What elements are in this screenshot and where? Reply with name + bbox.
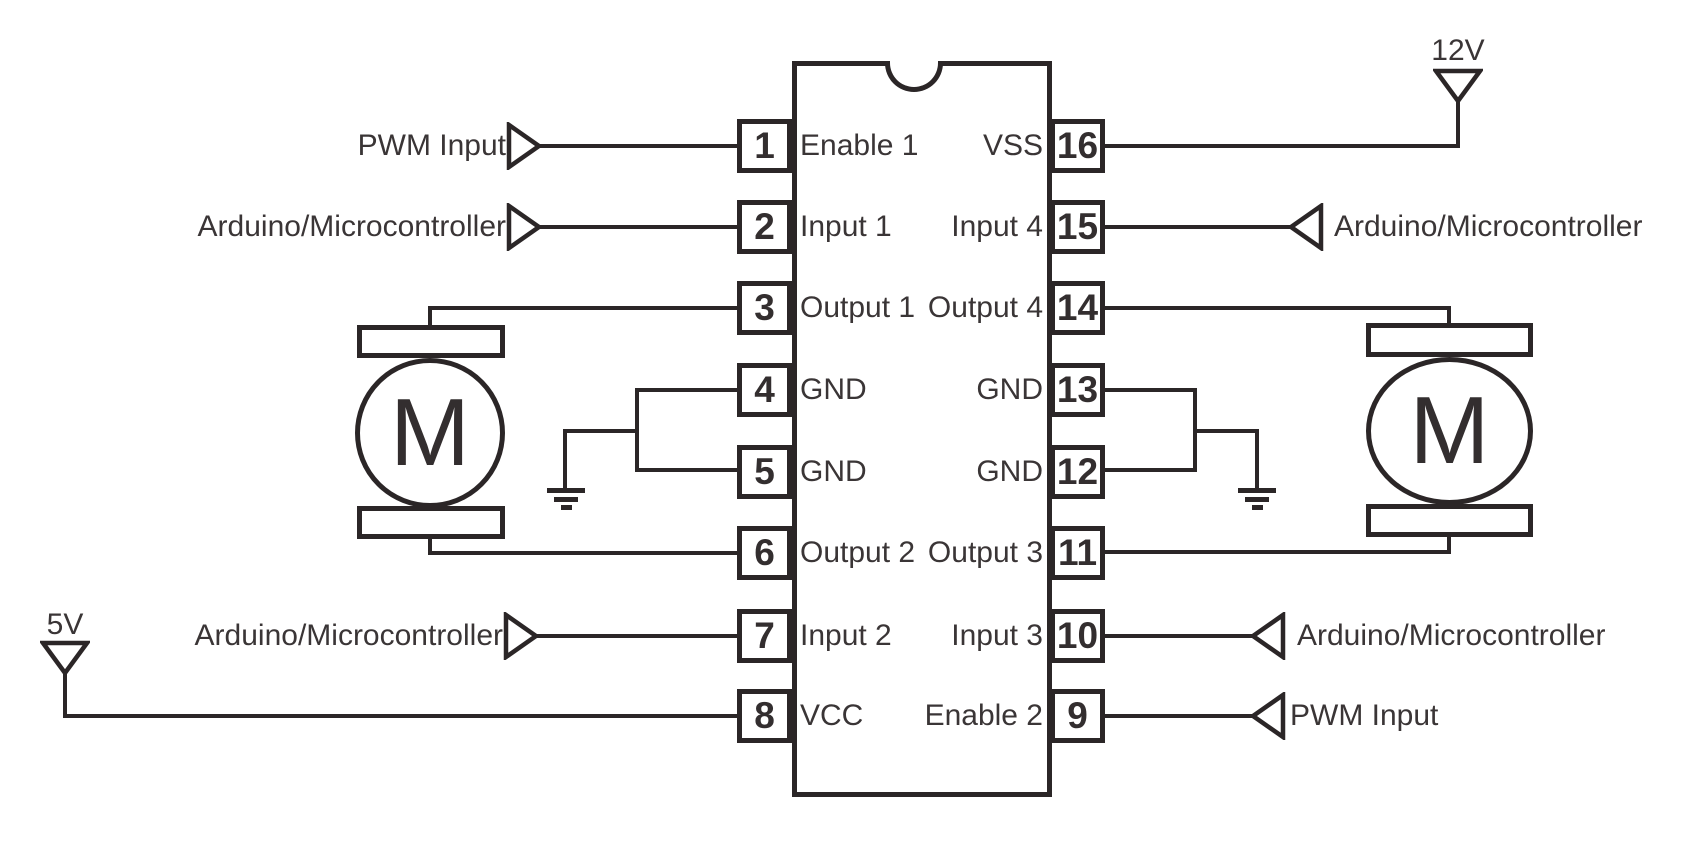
wire-gnd-left-mid: [563, 429, 639, 433]
signal-arrow-icon-pin1: [506, 122, 542, 170]
wire-gnd-right-stem: [1255, 429, 1259, 490]
signal-arrow-icon-pin15: [1288, 203, 1324, 251]
pin-15: 15: [1050, 200, 1105, 254]
label-12v-supply: 12V: [1431, 34, 1485, 67]
ground-bar: [561, 505, 572, 510]
pin-8: 8: [737, 689, 792, 743]
wire-pin6-motor-left-rise: [428, 538, 432, 553]
wire-pin14-motor-right-drop: [1447, 306, 1451, 325]
wire-pin13-gnd: [1103, 388, 1195, 392]
pin-1-function: Enable 1: [800, 129, 919, 162]
label-arduino-pin10: Arduino/Microcontroller: [1297, 619, 1606, 652]
motor-left-label: M: [390, 379, 470, 486]
label-pwm-input-pin1: PWM Input: [357, 129, 506, 162]
power-supply-icon-12v: [1433, 68, 1483, 104]
pin-10: 10: [1050, 609, 1105, 663]
pin-16: 16: [1050, 119, 1105, 173]
wire-pin4-gnd: [635, 388, 739, 392]
wire-pin11-motor-right: [1103, 550, 1451, 554]
wire-pin9: [1103, 714, 1252, 718]
wire-pin3-motor-left: [428, 306, 739, 310]
motor-left: M: [355, 358, 505, 508]
pin-10-function: Input 3: [951, 619, 1043, 652]
ground-bar: [547, 488, 585, 493]
signal-arrow-icon-pin9: [1250, 692, 1286, 740]
label-arduino-pin15: Arduino/Microcontroller: [1334, 210, 1643, 243]
wire-pin11-motor-right-rise: [1447, 535, 1451, 552]
wire-pin12-gnd: [1103, 468, 1195, 472]
pin-14-function: Output 4: [927, 291, 1043, 324]
pin-3: 3: [737, 281, 792, 335]
wire-pin15: [1103, 225, 1290, 229]
pin-9: 9: [1050, 689, 1105, 743]
pin-16-function: VSS: [982, 129, 1043, 162]
pin-1: 1: [737, 119, 792, 173]
pin-2-function: Input 1: [800, 210, 892, 243]
wire-pin14-motor-right: [1103, 306, 1451, 310]
wire-pin7: [537, 634, 739, 638]
signal-arrow-icon-pin2: [506, 203, 542, 251]
pin-5: 5: [737, 445, 792, 499]
motor-left-terminal-bottom: [357, 506, 505, 539]
label-arduino-pin2: Arduino/Microcontroller: [197, 210, 506, 243]
signal-arrow-icon-pin7: [503, 612, 539, 660]
motor-left-terminal-top: [357, 325, 505, 358]
pin-5-function: GND: [800, 455, 867, 488]
pin-13-function: GND: [976, 373, 1043, 406]
pin-15-function: Input 4: [951, 210, 1043, 243]
pin-7: 7: [737, 609, 792, 663]
wire-pin10: [1103, 634, 1252, 638]
pin-11-function: Output 3: [927, 536, 1043, 569]
ground-bar: [1245, 497, 1269, 502]
wire-gnd-left-stem: [563, 429, 567, 490]
wire-pin5-gnd: [635, 468, 739, 472]
label-pwm-input-pin9: PWM Input: [1290, 699, 1439, 732]
wire-pin1: [540, 144, 739, 148]
wire-pin16-12v: [1103, 144, 1460, 148]
pin-9-function: Enable 2: [924, 699, 1043, 732]
pin-8-function: VCC: [800, 699, 864, 732]
signal-arrow-icon-pin10: [1250, 612, 1286, 660]
ground-bar: [1238, 488, 1276, 493]
pin-4: 4: [737, 363, 792, 417]
pin-6: 6: [737, 526, 792, 580]
motor-right-label: M: [1409, 377, 1490, 484]
wire-pin3-motor-left-drop: [428, 306, 432, 329]
pin-14: 14: [1050, 281, 1105, 335]
pin-11: 11: [1050, 526, 1105, 580]
pin-7-function: Input 2: [800, 619, 892, 652]
label-5v-supply: 5V: [46, 608, 84, 641]
wire-5v-horizontal: [63, 714, 739, 718]
pin-3-function: Output 1: [800, 291, 916, 324]
wire-12v-vertical: [1456, 99, 1460, 148]
pin-12: 12: [1050, 445, 1105, 499]
ic-body: [792, 61, 1052, 797]
motor-right-terminal-bottom: [1366, 504, 1533, 537]
motor-right: M: [1366, 357, 1533, 505]
wire-5v-vertical: [63, 671, 67, 718]
power-supply-icon-5v: [40, 640, 90, 676]
pin-12-function: GND: [976, 455, 1043, 488]
motor-right-terminal-top: [1366, 323, 1533, 357]
pin-4-function: GND: [800, 373, 867, 406]
wire-pin2: [540, 225, 739, 229]
ground-bar: [554, 497, 578, 502]
label-arduino-pin7: Arduino/Microcontroller: [194, 619, 503, 652]
ground-bar: [1252, 505, 1263, 510]
wire-pin6-motor-left: [428, 551, 739, 555]
pin-13: 13: [1050, 363, 1105, 417]
pin-2: 2: [737, 200, 792, 254]
pin-6-function: Output 2: [800, 536, 916, 569]
wire-gnd-right-mid: [1195, 429, 1259, 433]
